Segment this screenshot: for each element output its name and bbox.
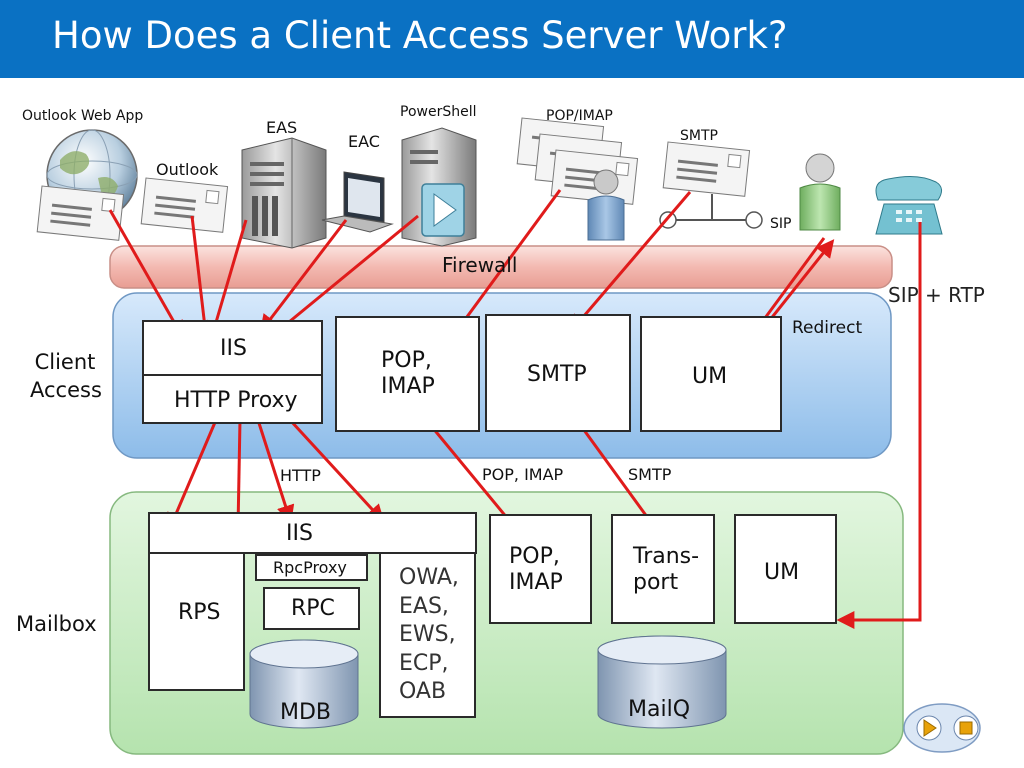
smtp-protocol-label: SMTP — [628, 465, 672, 484]
nav-controls — [903, 703, 981, 753]
label-sip: SIP — [770, 216, 792, 232]
mb-transport-line1: Trans- — [633, 544, 700, 569]
ca-pop-line1: POP, — [381, 348, 432, 373]
user-icon — [587, 169, 625, 241]
arrow-eas — [207, 219, 248, 340]
title-bar — [0, 0, 1024, 78]
mb-transport-line2: port — [633, 570, 679, 596]
mb-service-owa: OWA, — [399, 565, 459, 590]
mb-pop-imap-box: POP, IMAP — [489, 514, 592, 624]
pop-imap-protocol-label: POP, IMAP — [482, 465, 564, 484]
label-popimap: POP/IMAP — [546, 108, 613, 124]
mb-rps-box: RPS — [148, 552, 245, 691]
mb-services-label: OWA, EAS, EWS, ECP, OAB — [399, 564, 459, 707]
arrow-outlook — [190, 215, 214, 340]
arrow-http-rpc — [256, 419, 295, 524]
mb-service-eas: EAS, — [399, 593, 449, 619]
label-smtp-client: SMTP — [680, 128, 718, 144]
mdb-label: MDB — [280, 700, 332, 725]
mb-um-label: UM — [764, 560, 800, 585]
arrow-powershell — [269, 214, 419, 339]
label-outlook-web-app: Outlook Web App — [22, 108, 144, 124]
arrow-eac — [259, 219, 348, 333]
page-title: How Does a Client Access Server Work? — [52, 14, 788, 57]
ca-pop-imap-label: POP, IMAP — [381, 348, 435, 401]
mb-pop-line1: POP, — [509, 544, 560, 569]
envelope-icon — [516, 117, 639, 205]
mb-rpc-label: RPC — [291, 596, 335, 621]
ca-http-proxy-box: HTTP Proxy — [142, 374, 323, 424]
mb-transport-box: Trans- port — [611, 514, 715, 624]
mailq-label: MailQ — [628, 697, 691, 722]
mb-rpc-box: RPC — [263, 587, 360, 630]
mb-services-box: OWA, EAS, EWS, ECP, OAB — [379, 552, 476, 718]
user-icon — [799, 153, 841, 231]
mb-pop-line2: IMAP — [509, 570, 563, 596]
mb-service-oab: OAB — [399, 679, 447, 705]
client-access-label-line1: Client — [34, 350, 96, 374]
ca-pop-line2: IMAP — [381, 374, 435, 400]
arrow-http-iis — [229, 419, 248, 532]
ca-um-label: UM — [692, 364, 728, 389]
mb-service-ecp: ECP, — [399, 650, 449, 676]
arrow-http-rps — [167, 419, 218, 532]
arrow-owa — [108, 209, 184, 340]
redirect-label: Redirect — [792, 318, 863, 338]
telephone-icon — [875, 176, 943, 235]
http-label: HTTP — [280, 466, 321, 485]
powershell-icon — [401, 127, 477, 247]
firewall-bar — [109, 245, 893, 289]
ca-iis-box: IIS — [142, 320, 323, 376]
ca-pop-imap-box: POP, IMAP — [335, 316, 480, 432]
arrow-smtp — [569, 191, 692, 333]
envelope-icon — [662, 141, 751, 197]
mb-service-ews: EWS, — [399, 622, 456, 648]
envelope-icon — [36, 185, 125, 241]
client-access-label-line2: Access — [30, 378, 102, 403]
mb-pop-imap-label: POP, IMAP — [509, 544, 563, 597]
server-icon — [241, 137, 327, 249]
sip-rtp-label: SIP + RTP — [888, 283, 985, 307]
mb-iis-box: IIS — [148, 512, 477, 554]
arrow-http-owa — [288, 418, 385, 523]
ca-smtp-label: SMTP — [527, 362, 587, 387]
label-eas: EAS — [266, 118, 298, 137]
stop-icon[interactable] — [953, 715, 979, 741]
mb-rps-label: RPS — [178, 600, 221, 625]
mb-um-box: UM — [734, 514, 837, 624]
arrow-sip-rtp — [836, 222, 922, 629]
ca-iis-label: IIS — [220, 336, 247, 361]
play-icon[interactable] — [916, 715, 942, 741]
mb-iis-label: IIS — [286, 521, 313, 546]
ca-http-proxy-label: HTTP Proxy — [174, 388, 298, 413]
envelope-icon — [140, 177, 229, 233]
database-icon — [597, 635, 727, 729]
firewall-label: Firewall — [442, 253, 518, 277]
mb-rpcproxy-box: RpcProxy — [255, 554, 368, 581]
ca-smtp-box: SMTP — [485, 314, 631, 432]
ca-um-box: UM — [640, 316, 782, 432]
mb-rpcproxy-label: RpcProxy — [273, 558, 347, 577]
label-eac: EAC — [348, 132, 380, 151]
mb-transport-label: Trans- port — [633, 544, 699, 597]
arrow-popimap — [447, 189, 562, 343]
label-outlook: Outlook — [156, 160, 219, 179]
laptop-icon — [321, 171, 394, 233]
mailbox-label: Mailbox — [16, 612, 97, 636]
client-access-label: Client Access — [30, 348, 102, 405]
label-powershell: PowerShell — [400, 104, 477, 120]
database-icon — [249, 639, 359, 729]
